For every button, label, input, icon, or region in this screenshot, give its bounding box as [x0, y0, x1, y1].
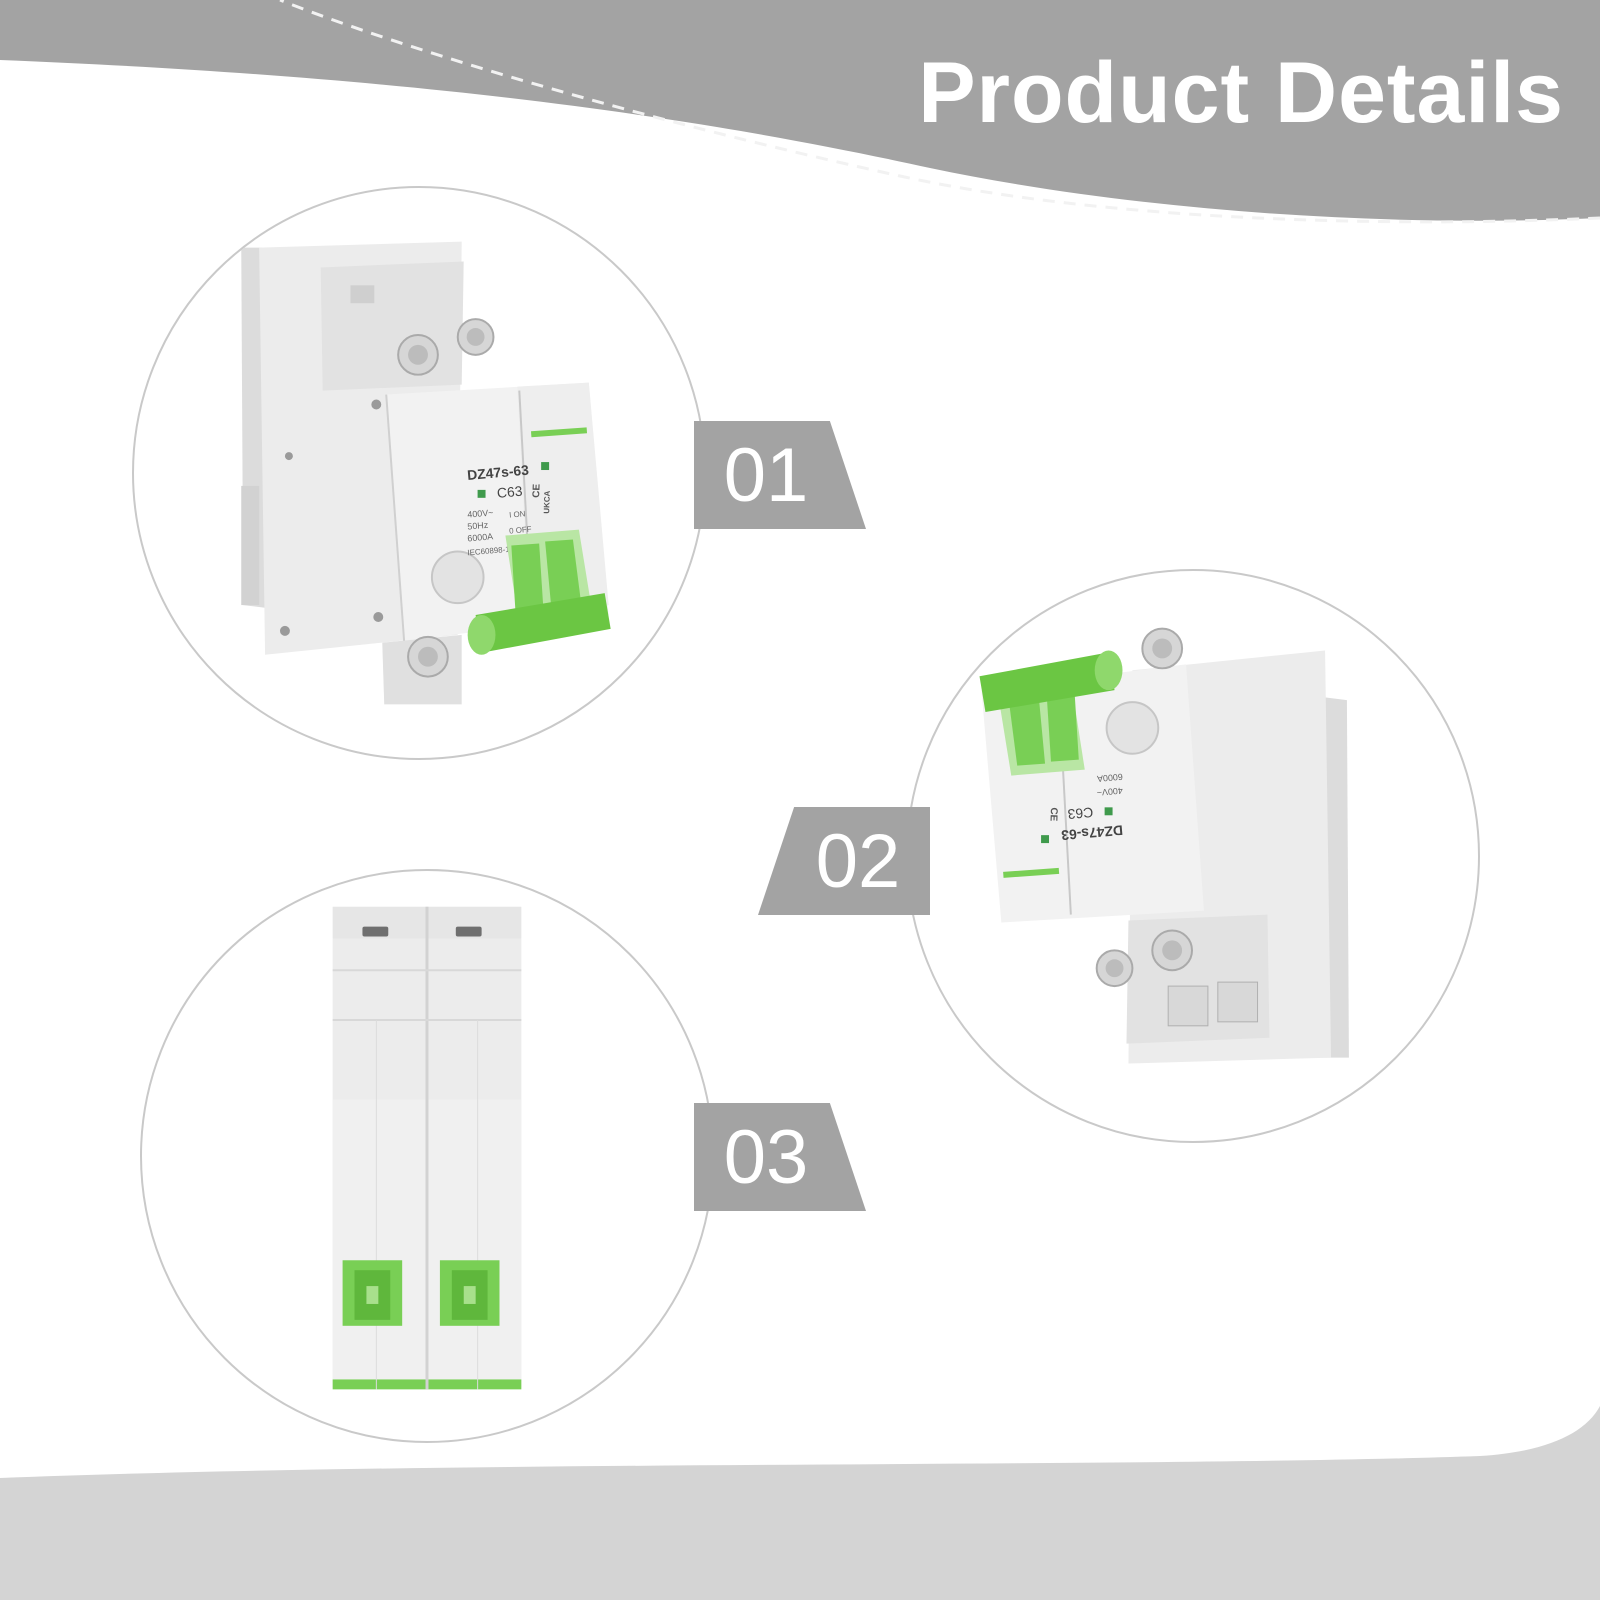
label-standard: IEC60898-1 — [467, 545, 511, 558]
label-capacity: 6000A — [1097, 772, 1124, 784]
detail-number-02: 02 — [815, 818, 901, 904]
detail-circle-02: DZ47s-63 C63 400V~ 6000A CE — [906, 569, 1480, 1143]
din-rail-clip — [241, 399, 384, 636]
label-model: DZ47s-63 — [467, 462, 530, 483]
label-frequency: 50Hz — [467, 520, 489, 532]
detail-circle-01: DZ47s-63 C63 400V~ 50Hz 6000A IEC60898-1… — [132, 186, 706, 760]
front-label: DZ47s-63 C63 400V~ 50Hz 6000A IEC60898-1… — [467, 462, 552, 558]
label-voltage: 400V~ — [1096, 785, 1123, 797]
label-rating: C63 — [1067, 804, 1094, 822]
switch-handle — [979, 650, 1123, 776]
terminal-slots — [362, 926, 482, 937]
top-wave-band — [0, 0, 1600, 221]
label-ce: CE — [531, 483, 542, 498]
label-off: 0 OFF — [509, 525, 532, 536]
label-capacity: 6000A — [467, 531, 494, 543]
terminal-screws — [350, 285, 495, 678]
detail-number-03: 03 — [723, 1114, 809, 1200]
dashed-wave-line — [279, 0, 1600, 224]
switch-handles — [342, 1260, 500, 1326]
terminal-screws — [1095, 627, 1259, 1027]
breaker-photo-front: DZ47s-63 C63 400V~ 50Hz 6000A IEC60898-1… — [241, 241, 611, 705]
detail-circle-03 — [140, 869, 714, 1443]
breaker-photo-straight — [332, 906, 522, 1390]
bottom-wave-band — [0, 1406, 1600, 1600]
switch-handle — [467, 529, 611, 655]
label-model: DZ47s-63 — [1060, 822, 1123, 843]
label-ce: CE — [1048, 807, 1059, 822]
front-label: DZ47s-63 C63 400V~ 6000A CE — [1041, 772, 1124, 844]
detail-number-01: 01 — [723, 432, 809, 518]
label-voltage: 400V~ — [467, 507, 494, 519]
label-ukca: UKCA — [542, 490, 552, 513]
label-on: I ON — [509, 509, 526, 519]
breaker-photo-rotated: DZ47s-63 C63 400V~ 6000A CE — [979, 627, 1349, 1064]
page-title: Product Details — [918, 45, 1564, 141]
label-rating: C63 — [496, 483, 523, 501]
